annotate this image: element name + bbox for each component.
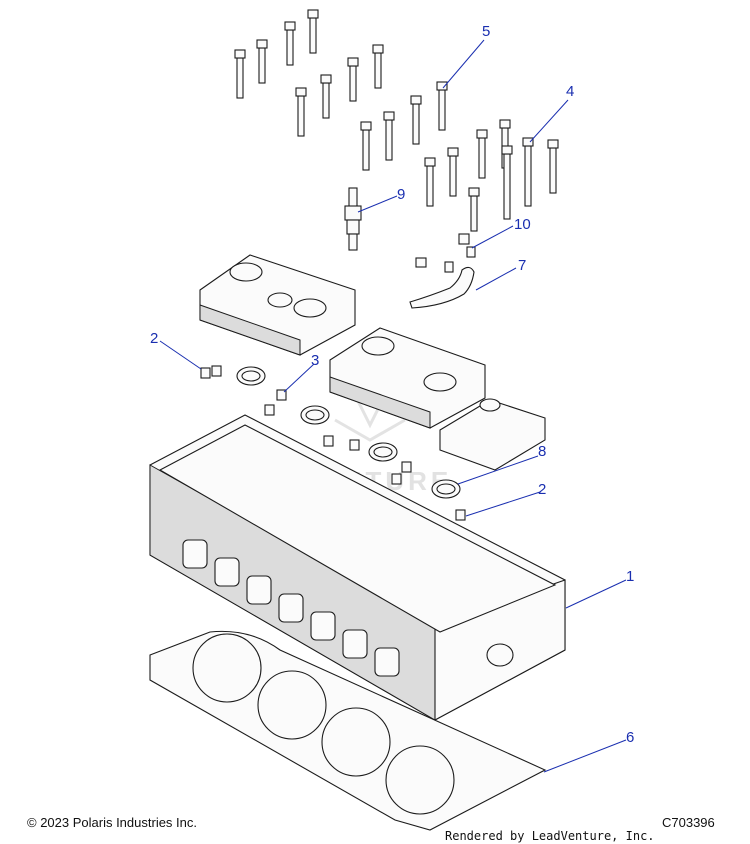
bracket-part [409, 266, 475, 309]
bolt-head [447, 147, 459, 157]
bolt-head [256, 39, 268, 49]
stud-part [344, 187, 362, 251]
bolt-head [476, 129, 488, 139]
callout-6: 6 [626, 729, 635, 746]
seals-and-nuts [200, 365, 466, 521]
bolt-shank [470, 195, 478, 232]
bolt-head [499, 119, 511, 129]
bearing-cap [439, 398, 546, 471]
bolt-shank [258, 47, 266, 84]
bolt-head [436, 81, 448, 91]
bolt-shank [322, 82, 330, 119]
bolt-head [522, 137, 534, 147]
bolt-shank [309, 17, 317, 54]
bolt-shank [438, 89, 446, 131]
bolt-head [307, 9, 319, 19]
small-screws [415, 233, 476, 273]
bolt-shank [503, 153, 511, 220]
bolt-head [547, 139, 559, 149]
bolt-shank [349, 65, 357, 102]
bolt-shank [374, 52, 382, 89]
bolt-shank [412, 103, 420, 145]
bolt-shank [297, 95, 305, 137]
bolt-head [424, 157, 436, 167]
camshaft-carrier-left [199, 254, 356, 356]
bolt-shank [385, 119, 393, 161]
diagram-code: C703396 [662, 815, 715, 830]
cylinder-head [149, 414, 566, 721]
bolt-head [234, 49, 246, 59]
copyright-text: © 2023 Polaris Industries Inc. [27, 815, 197, 830]
bolt-head [295, 87, 307, 97]
bolt-shank [449, 155, 457, 197]
head-gasket [149, 630, 547, 831]
callout-4: 4 [566, 83, 575, 100]
bolt-shank [236, 57, 244, 99]
callout-10: 10 [514, 216, 531, 233]
bolt-head [383, 111, 395, 121]
callout-5: 5 [482, 23, 491, 40]
callout-8: 8 [538, 443, 547, 460]
bolt-shank [549, 147, 557, 194]
bolt-head [372, 44, 384, 54]
camshaft-carrier-right [329, 327, 486, 429]
bolt-shank [478, 137, 486, 179]
bolt-shank [286, 29, 294, 66]
rendered-by-text: Rendered by LeadVenture, Inc. [445, 829, 655, 843]
bolt-head [360, 121, 372, 131]
callout-leaders [159, 39, 627, 773]
bolt-head [347, 57, 359, 67]
bolt-head [320, 74, 332, 84]
bolt-head [284, 21, 296, 31]
bolt-head [501, 145, 513, 155]
bolt-shank [524, 145, 532, 207]
head-bolts-group [234, 9, 559, 232]
callout-9: 9 [397, 186, 406, 203]
callout-2a: 2 [150, 330, 159, 347]
callout-2b: 2 [538, 481, 547, 498]
callout-7: 7 [518, 257, 527, 274]
callout-3: 3 [311, 352, 320, 369]
callout-1: 1 [626, 568, 635, 585]
bolt-shank [426, 165, 434, 207]
bolt-shank [362, 129, 370, 171]
bolt-head [468, 187, 480, 197]
bolt-head [410, 95, 422, 105]
